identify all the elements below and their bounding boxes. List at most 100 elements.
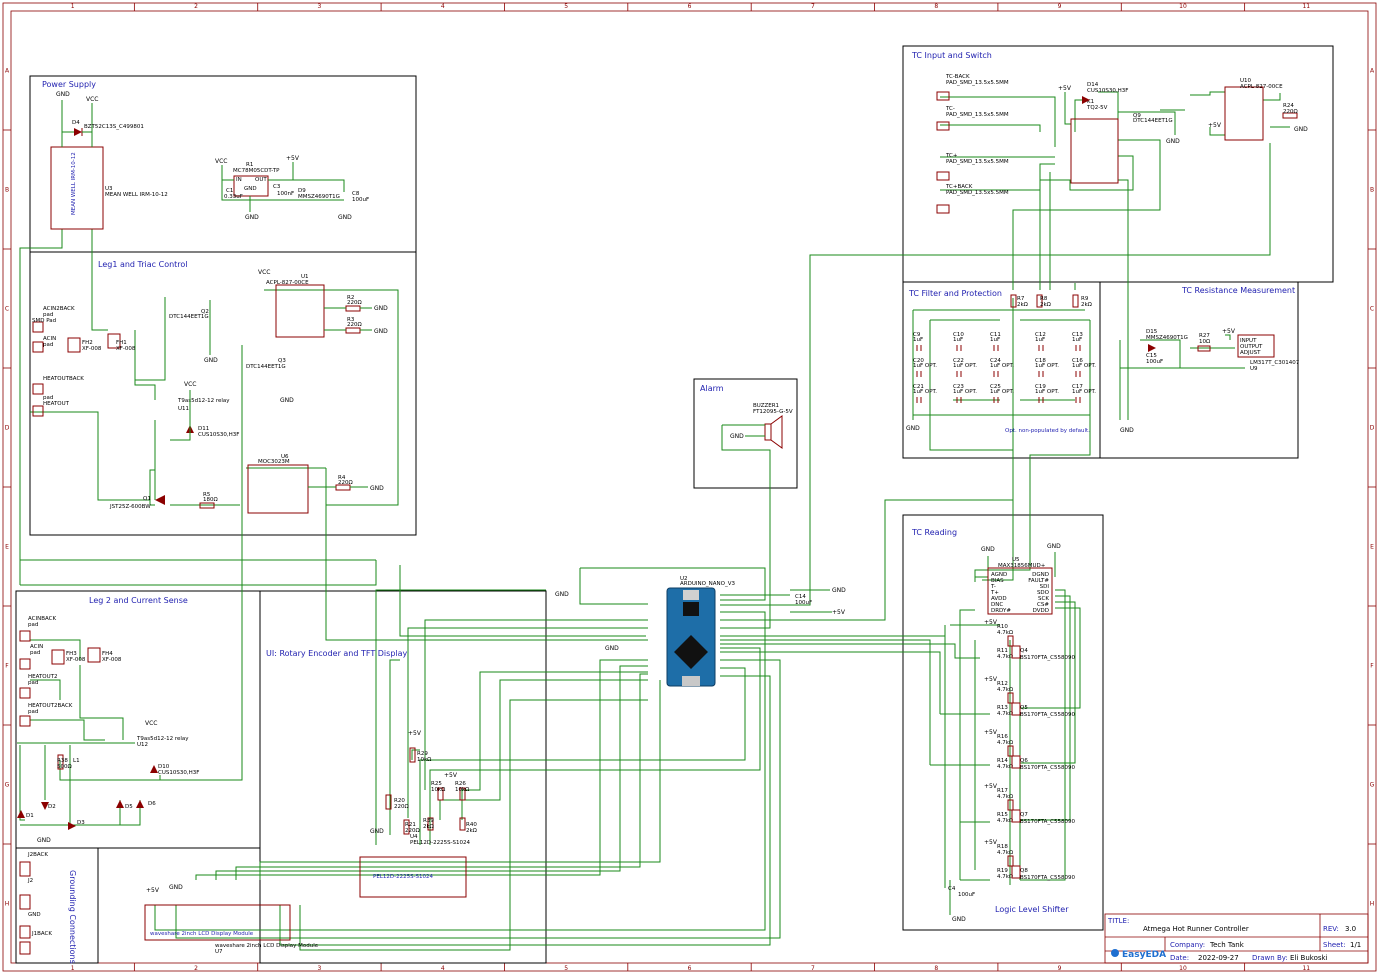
svg-text:R25: R25 [431, 781, 442, 787]
cap-value: 1uF [990, 337, 1000, 343]
u5-pin-right: SDI [1040, 584, 1050, 590]
cap-ref: C23 [953, 384, 964, 390]
svg-text:GND: GND [370, 485, 384, 492]
row-label: H [5, 901, 10, 908]
leg1-parts: U1 ACPL-827-00CE VCC R2 220Ω R3 220Ω GND… [32, 269, 388, 514]
row-label: B [5, 187, 9, 194]
shifter-5v: +5V [984, 783, 998, 790]
row-label: B [1370, 187, 1374, 194]
shifter-r-left: R14 [997, 758, 1008, 764]
svg-text:C14: C14 [795, 594, 806, 600]
u5-pin-left: DNC [991, 602, 1003, 608]
shifter-mosfet [1011, 809, 1021, 823]
svg-text:ADJUST: ADJUST [1240, 350, 1261, 356]
svg-text:Eli Bukoski: Eli Bukoski [1290, 954, 1328, 962]
svg-text:pad: pad [43, 395, 53, 401]
svg-text:D15: D15 [1146, 329, 1158, 335]
svg-text:2kΩ: 2kΩ [1017, 302, 1028, 308]
svg-text:FH4: FH4 [102, 651, 113, 657]
svg-text:GND: GND [832, 587, 846, 594]
svg-text:R4: R4 [338, 475, 346, 481]
svg-text:XF-008: XF-008 [66, 657, 86, 663]
shifter-r-left-value: 4.7kΩ [997, 654, 1013, 660]
svg-text:XF-008: XF-008 [116, 346, 136, 352]
svg-text:FT12095-G-5V: FT12095-G-5V [753, 409, 793, 415]
leg2-title: Leg 2 and Current Sense [89, 596, 188, 605]
row-label: D [1370, 425, 1375, 432]
svg-text:GND: GND [1166, 138, 1180, 145]
grounding-title: Grounding Connections [68, 870, 77, 964]
svg-text:PAD_SMD_13.5x5.5MM: PAD_SMD_13.5x5.5MM [946, 112, 1009, 118]
svg-text:100uF: 100uF [958, 892, 975, 898]
cap-ref: C10 [953, 332, 964, 338]
svg-text:Drawn By:: Drawn By: [1252, 954, 1288, 962]
shifter-r-top-value: 4.7kΩ [997, 687, 1013, 693]
svg-text:Sheet:: Sheet: [1323, 941, 1346, 949]
col-label: 1 [71, 965, 75, 972]
shifter-r-left-value: 4.7kΩ [997, 874, 1013, 880]
shifter-q: Q7 [1020, 812, 1028, 818]
svg-text:T9as5d12-12 relay: T9as5d12-12 relay [177, 398, 230, 404]
col-label: 10 [1179, 965, 1187, 972]
svg-text:220Ω: 220Ω [1283, 109, 1298, 115]
svg-text:R1: R1 [246, 162, 253, 168]
svg-text:R20: R20 [394, 798, 405, 804]
svg-text:TC-BACK: TC-BACK [945, 74, 970, 80]
svg-text:2kΩ: 2kΩ [423, 824, 434, 830]
row-label: F [5, 663, 9, 670]
svg-text:2kΩ: 2kΩ [1081, 302, 1092, 308]
title-block: TITLE: Atmega Hot Runner Controller REV:… [1104, 913, 1369, 964]
shifter-5v: +5V [984, 676, 998, 683]
svg-text:ACIN2BACK: ACIN2BACK [43, 306, 75, 312]
shifter-r-top: R16 [997, 734, 1008, 740]
svg-text:GND: GND [952, 916, 966, 923]
shifter-mosfet [1011, 702, 1021, 716]
cap-value: 1uF [1035, 337, 1045, 343]
cap-value: 1uF OPT. [990, 363, 1014, 369]
svg-text:SMD Pad: SMD Pad [32, 318, 56, 324]
svg-text:100uF: 100uF [795, 600, 812, 606]
svg-text:R24: R24 [1283, 103, 1294, 109]
svg-text:D10: D10 [158, 764, 170, 770]
section-tc-resistance [1099, 281, 1299, 459]
svg-text:2kΩ: 2kΩ [1040, 302, 1051, 308]
logic-level-title: Logic Level Shifter [995, 905, 1069, 914]
cap-value: 1uF OPT. [953, 389, 977, 395]
col-label: 5 [564, 3, 568, 10]
shifter-q: Q6 [1020, 758, 1028, 764]
col-label: 4 [441, 3, 445, 10]
svg-text:ACIN: ACIN [30, 644, 43, 650]
col-label: 4 [441, 965, 445, 972]
svg-text:R9: R9 [1081, 296, 1089, 302]
svg-text:VCC: VCC [184, 381, 196, 388]
svg-text:ARDUINO_NANO_V3: ARDUINO_NANO_V3 [680, 581, 735, 587]
frame-inner [10, 10, 1369, 964]
svg-text:GND: GND [169, 884, 183, 891]
shifter-r-top: R18 [997, 844, 1008, 850]
svg-text:100nF: 100nF [277, 191, 294, 197]
u5-pin-right: DVDD [1033, 608, 1049, 614]
cap-value: 1uF [913, 337, 923, 343]
col-label: 5 [564, 965, 568, 972]
svg-text:+5V: +5V [1222, 328, 1236, 335]
row-label: E [5, 544, 9, 551]
shifter-q-value: BS170FTA_C558090 [1020, 819, 1076, 825]
svg-text:CUS10S30,H3F: CUS10S30,H3F [1087, 88, 1128, 94]
shifter-r-top-value: 4.7kΩ [997, 850, 1013, 856]
row-label: F [1370, 663, 1374, 670]
cap-ref: C24 [990, 358, 1001, 364]
shifter-r-top-value: 4.7kΩ [997, 630, 1013, 636]
svg-text:MC78M05CDT-TP: MC78M05CDT-TP [233, 168, 280, 174]
svg-text:Q2: Q2 [201, 309, 209, 315]
u7-body-label: waveshare 2inch LCD Display Module [150, 931, 254, 937]
svg-text:REV:: REV: [1323, 925, 1339, 933]
svg-text:BUZZER1: BUZZER1 [753, 403, 779, 409]
cap-value: 1uF [1072, 337, 1082, 343]
svg-text:GND: GND [1047, 543, 1061, 550]
svg-text:Q9: Q9 [1133, 113, 1141, 119]
col-label: 3 [317, 965, 321, 972]
svg-text:+5V: +5V [444, 772, 458, 779]
u5-pin-right: SCK [1038, 596, 1049, 602]
cap-ref: C18 [1035, 358, 1046, 364]
level-shifter-stages: R104.7kΩR114.7kΩQ4BS170FTA_C558090+5VR12… [984, 619, 1076, 881]
